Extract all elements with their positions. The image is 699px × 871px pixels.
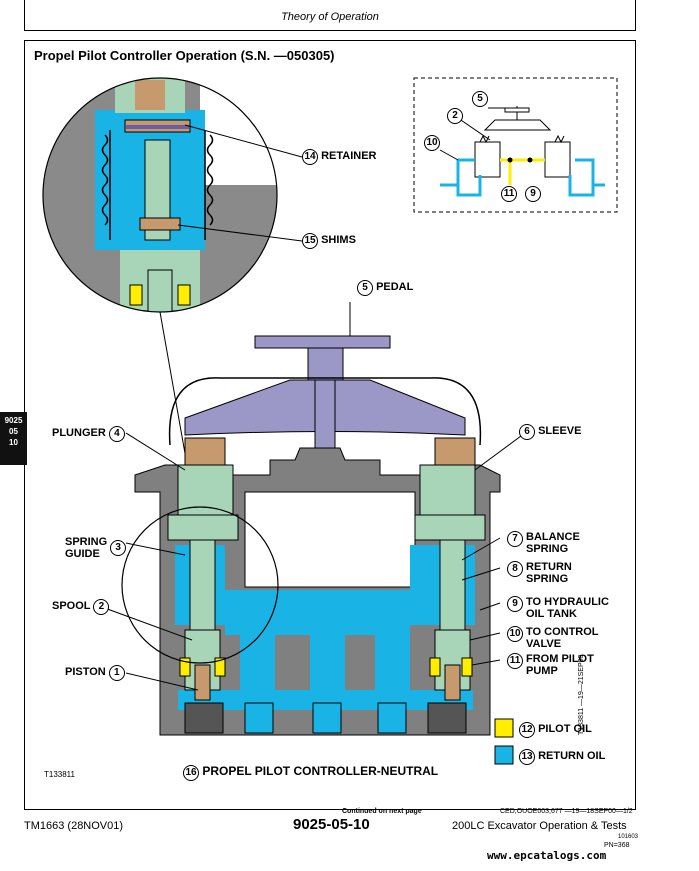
schematic-callout-10: 10	[424, 135, 440, 151]
continued-note: Continued on next page	[342, 808, 422, 815]
schematic-callout-5: 5	[472, 91, 488, 107]
figure-id: T133811	[44, 770, 75, 779]
schematic-callout-2: 2	[447, 108, 463, 124]
section-tab: 9025 05 10	[0, 412, 27, 465]
page-title: Propel Pilot Controller Operation (S.N. …	[34, 48, 335, 63]
controller-body	[134, 437, 501, 736]
footer-code: 101603	[618, 834, 639, 840]
schematic-frame	[413, 77, 618, 213]
watermark[interactable]: www.epcatalogs.com	[487, 849, 607, 862]
callout-piston: PISTON 1	[65, 665, 125, 681]
pilot-oil-swatch	[494, 718, 514, 738]
callout-pedal: 5 PEDAL	[357, 280, 413, 296]
callout-shims: 15 SHIMS	[302, 233, 356, 249]
magnified-detail	[43, 78, 277, 312]
footer-book-title: 200LC Excavator Operation & Tests	[452, 820, 627, 832]
tab-line-2: 05	[9, 427, 18, 436]
legend-return-oil: 13 RETURN OIL	[519, 749, 605, 765]
callout-plunger: PLUNGER 4	[52, 426, 125, 442]
schematic-callout-11: 11	[501, 186, 517, 202]
return-oil-swatch	[494, 745, 514, 765]
hydraulic-schematic	[474, 106, 571, 178]
side-figure-code: T133811 —19—21SEP00	[578, 654, 585, 735]
doc-code: CED,OUOE003,677 —19—18SEP00—1/2	[500, 808, 633, 815]
header-frame: Theory of Operation	[24, 0, 636, 31]
callout-sleeve: 6 SLEEVE	[519, 424, 581, 440]
schematic-callout-9: 9	[525, 186, 541, 202]
footer-manual-id: TM1663 (28NOV01)	[24, 820, 124, 832]
detail-circle	[121, 506, 279, 664]
tab-line-1: 9025	[4, 416, 23, 425]
footer-pn: PN=368	[604, 842, 630, 849]
pedal-art	[168, 302, 482, 451]
legend-pilot-oil: 12 PILOT OIL	[519, 722, 592, 738]
footer-page-number: 9025-05-10	[293, 816, 370, 833]
callout-retainer: 14 RETAINER	[302, 149, 376, 165]
tab-line-3: 10	[9, 438, 18, 447]
figure-caption: 16 PROPEL PILOT CONTROLLER-NEUTRAL	[183, 765, 438, 781]
callout-spool: SPOOL 2	[52, 599, 110, 615]
section-title: Theory of Operation	[281, 11, 379, 23]
